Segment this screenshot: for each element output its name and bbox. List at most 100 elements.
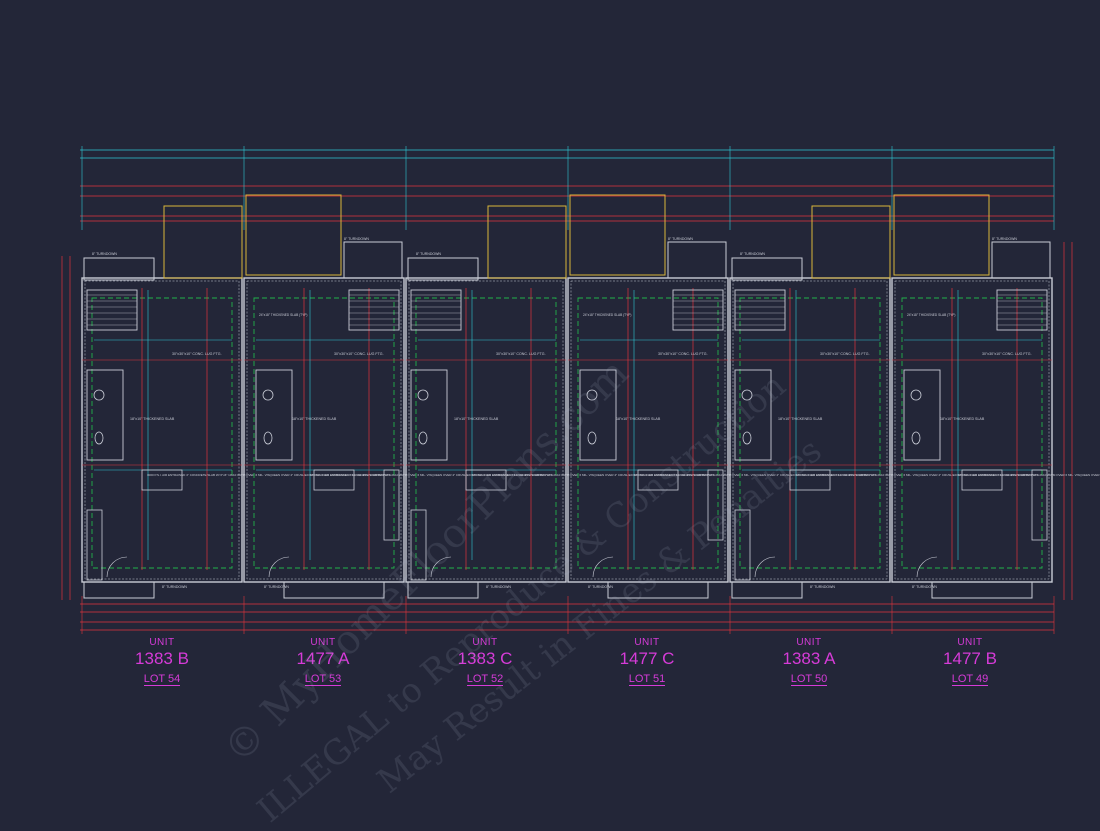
sink	[587, 431, 597, 445]
sink	[94, 431, 104, 445]
bathroom	[734, 369, 772, 461]
lot-number: LOT 50	[790, 673, 828, 686]
footing-outline	[901, 297, 1043, 569]
turndown-label: 8" TURNDOWN	[668, 237, 693, 241]
stair	[672, 289, 724, 331]
stair	[348, 289, 400, 331]
footing-label: 30"x30"x10" CONC. LUG FTG.	[820, 352, 870, 356]
unit-plans: 8" TURNDOWN 8" TURNDOWN 30"x30"x10" CONC. …	[81, 194, 1100, 599]
unit-word: UNIT	[957, 637, 983, 648]
sink	[263, 431, 273, 445]
turndown-label: 8" TURNDOWN	[486, 585, 511, 589]
cabinet	[707, 469, 724, 541]
lot-number: LOT 54	[143, 673, 181, 686]
thickened-slab-typ-label: 24"x18" THICKENED SLAB (TYP)	[259, 313, 307, 317]
unit-label-3: UNIT 1383 C LOT 52	[425, 637, 545, 687]
lot-number: LOT 51	[628, 673, 666, 686]
turndown-label: 8" TURNDOWN	[344, 237, 369, 241]
toilet	[741, 389, 753, 401]
door-swing	[268, 556, 290, 578]
rear-stoop	[83, 257, 155, 281]
porch-outline	[163, 205, 243, 279]
turndown-label: 8" TURNDOWN	[588, 585, 613, 589]
unit-plan-3: 8" TURNDOWN 8" TURNDOWN 30"x30"x10" CONC. …	[405, 205, 716, 599]
door-swing	[106, 556, 128, 578]
slab-note: 3000 P.S.I. AIR ENTRAINED 4" CONCRETE SL…	[309, 473, 554, 477]
unit-plan-4: 8" TURNDOWN 8" TURNDOWN 30"x30"x10" CONC. …	[567, 194, 878, 599]
kitchen-counter	[313, 469, 355, 491]
turndown-label: 8" TURNDOWN	[264, 585, 289, 589]
unit-number: 1477 B	[943, 649, 997, 668]
cabinet	[383, 469, 400, 541]
wall-hatch	[84, 280, 240, 580]
rear-stoop	[407, 257, 479, 281]
dimension-lines	[61, 146, 1073, 634]
thickened-slab-label: 18"x10" THICKENED SLAB	[454, 417, 499, 421]
thickened-slab-label: 18"x10" THICKENED SLAB	[292, 417, 337, 421]
porch-outline	[811, 205, 891, 279]
porch-outline	[569, 194, 666, 276]
front-stoop	[83, 581, 155, 599]
toilet	[262, 389, 274, 401]
wall-hatch	[894, 280, 1050, 580]
door-swing	[592, 556, 614, 578]
footing-label: 30"x30"x10" CONC. LUG FTG.	[172, 352, 222, 356]
door-swing	[430, 556, 452, 578]
unit-plan-5: 8" TURNDOWN 8" TURNDOWN 30"x30"x10" CONC. …	[729, 205, 1040, 599]
footing-outline	[739, 297, 881, 569]
footing-outline	[253, 297, 395, 569]
unit-label-5: UNIT 1383 A LOT 50	[749, 637, 869, 687]
unit-plan-2: 8" TURNDOWN 8" TURNDOWN 30"x30"x10" CONC. …	[243, 194, 554, 599]
unit-plan-1: 8" TURNDOWN 8" TURNDOWN 30"x30"x10" CONC. …	[81, 205, 392, 599]
thickened-slab-label: 18"x10" THICKENED SLAB	[130, 417, 175, 421]
porch-outline	[893, 194, 990, 276]
exterior-wall	[567, 277, 729, 583]
exterior-wall	[81, 277, 243, 583]
front-stoop	[731, 581, 803, 599]
unit-word: UNIT	[310, 637, 336, 648]
kitchen-counter	[637, 469, 679, 491]
bathroom	[86, 369, 124, 461]
cabinet	[410, 509, 427, 581]
kitchen-counter	[465, 469, 507, 491]
footing-label: 30"x30"x10" CONC. LUG FTG.	[334, 352, 384, 356]
porch-outline	[487, 205, 567, 279]
kitchen-counter	[789, 469, 831, 491]
slab-note: 3000 P.S.I. AIR ENTRAINED 4" CONCRETE SL…	[471, 473, 716, 477]
rear-stoop	[343, 241, 403, 279]
sink	[418, 431, 428, 445]
porch-outline	[245, 194, 342, 276]
footing-outline	[91, 297, 233, 569]
unit-number: 1383 C	[457, 649, 513, 668]
unit-label-4: UNIT 1477 C LOT 51	[587, 637, 707, 687]
front-stoop	[407, 581, 479, 599]
wall-hatch	[408, 280, 564, 580]
turndown-label: 8" TURNDOWN	[740, 252, 765, 256]
wall-hatch	[570, 280, 726, 580]
turndown-label: 8" TURNDOWN	[162, 585, 187, 589]
footing-label: 30"x30"x10" CONC. LUG FTG.	[496, 352, 546, 356]
turndown-label: 8" TURNDOWN	[810, 585, 835, 589]
footing-outline	[415, 297, 557, 569]
thickened-slab-typ-label: 24"x18" THICKENED SLAB (TYP)	[583, 313, 631, 317]
unit-word: UNIT	[634, 637, 660, 648]
exterior-wall	[405, 277, 567, 583]
unit-label-2: UNIT 1477 A LOT 53	[263, 637, 383, 687]
toilet	[910, 389, 922, 401]
toilet	[417, 389, 429, 401]
thickened-slab-label: 18"x10" THICKENED SLAB	[778, 417, 823, 421]
sink	[742, 431, 752, 445]
slab-note: 3000 P.S.I. AIR ENTRAINED 4" CONCRETE SL…	[147, 473, 392, 477]
toilet	[586, 389, 598, 401]
toilet	[93, 389, 105, 401]
front-stoop	[607, 581, 709, 599]
footing-label: 30"x30"x10" CONC. LUG FTG.	[658, 352, 708, 356]
rear-stoop	[731, 257, 803, 281]
turndown-label: 8" TURNDOWN	[416, 252, 441, 256]
stair	[996, 289, 1048, 331]
exterior-wall	[891, 277, 1053, 583]
unit-number: 1383 B	[135, 649, 189, 668]
lot-number: LOT 49	[951, 673, 989, 686]
